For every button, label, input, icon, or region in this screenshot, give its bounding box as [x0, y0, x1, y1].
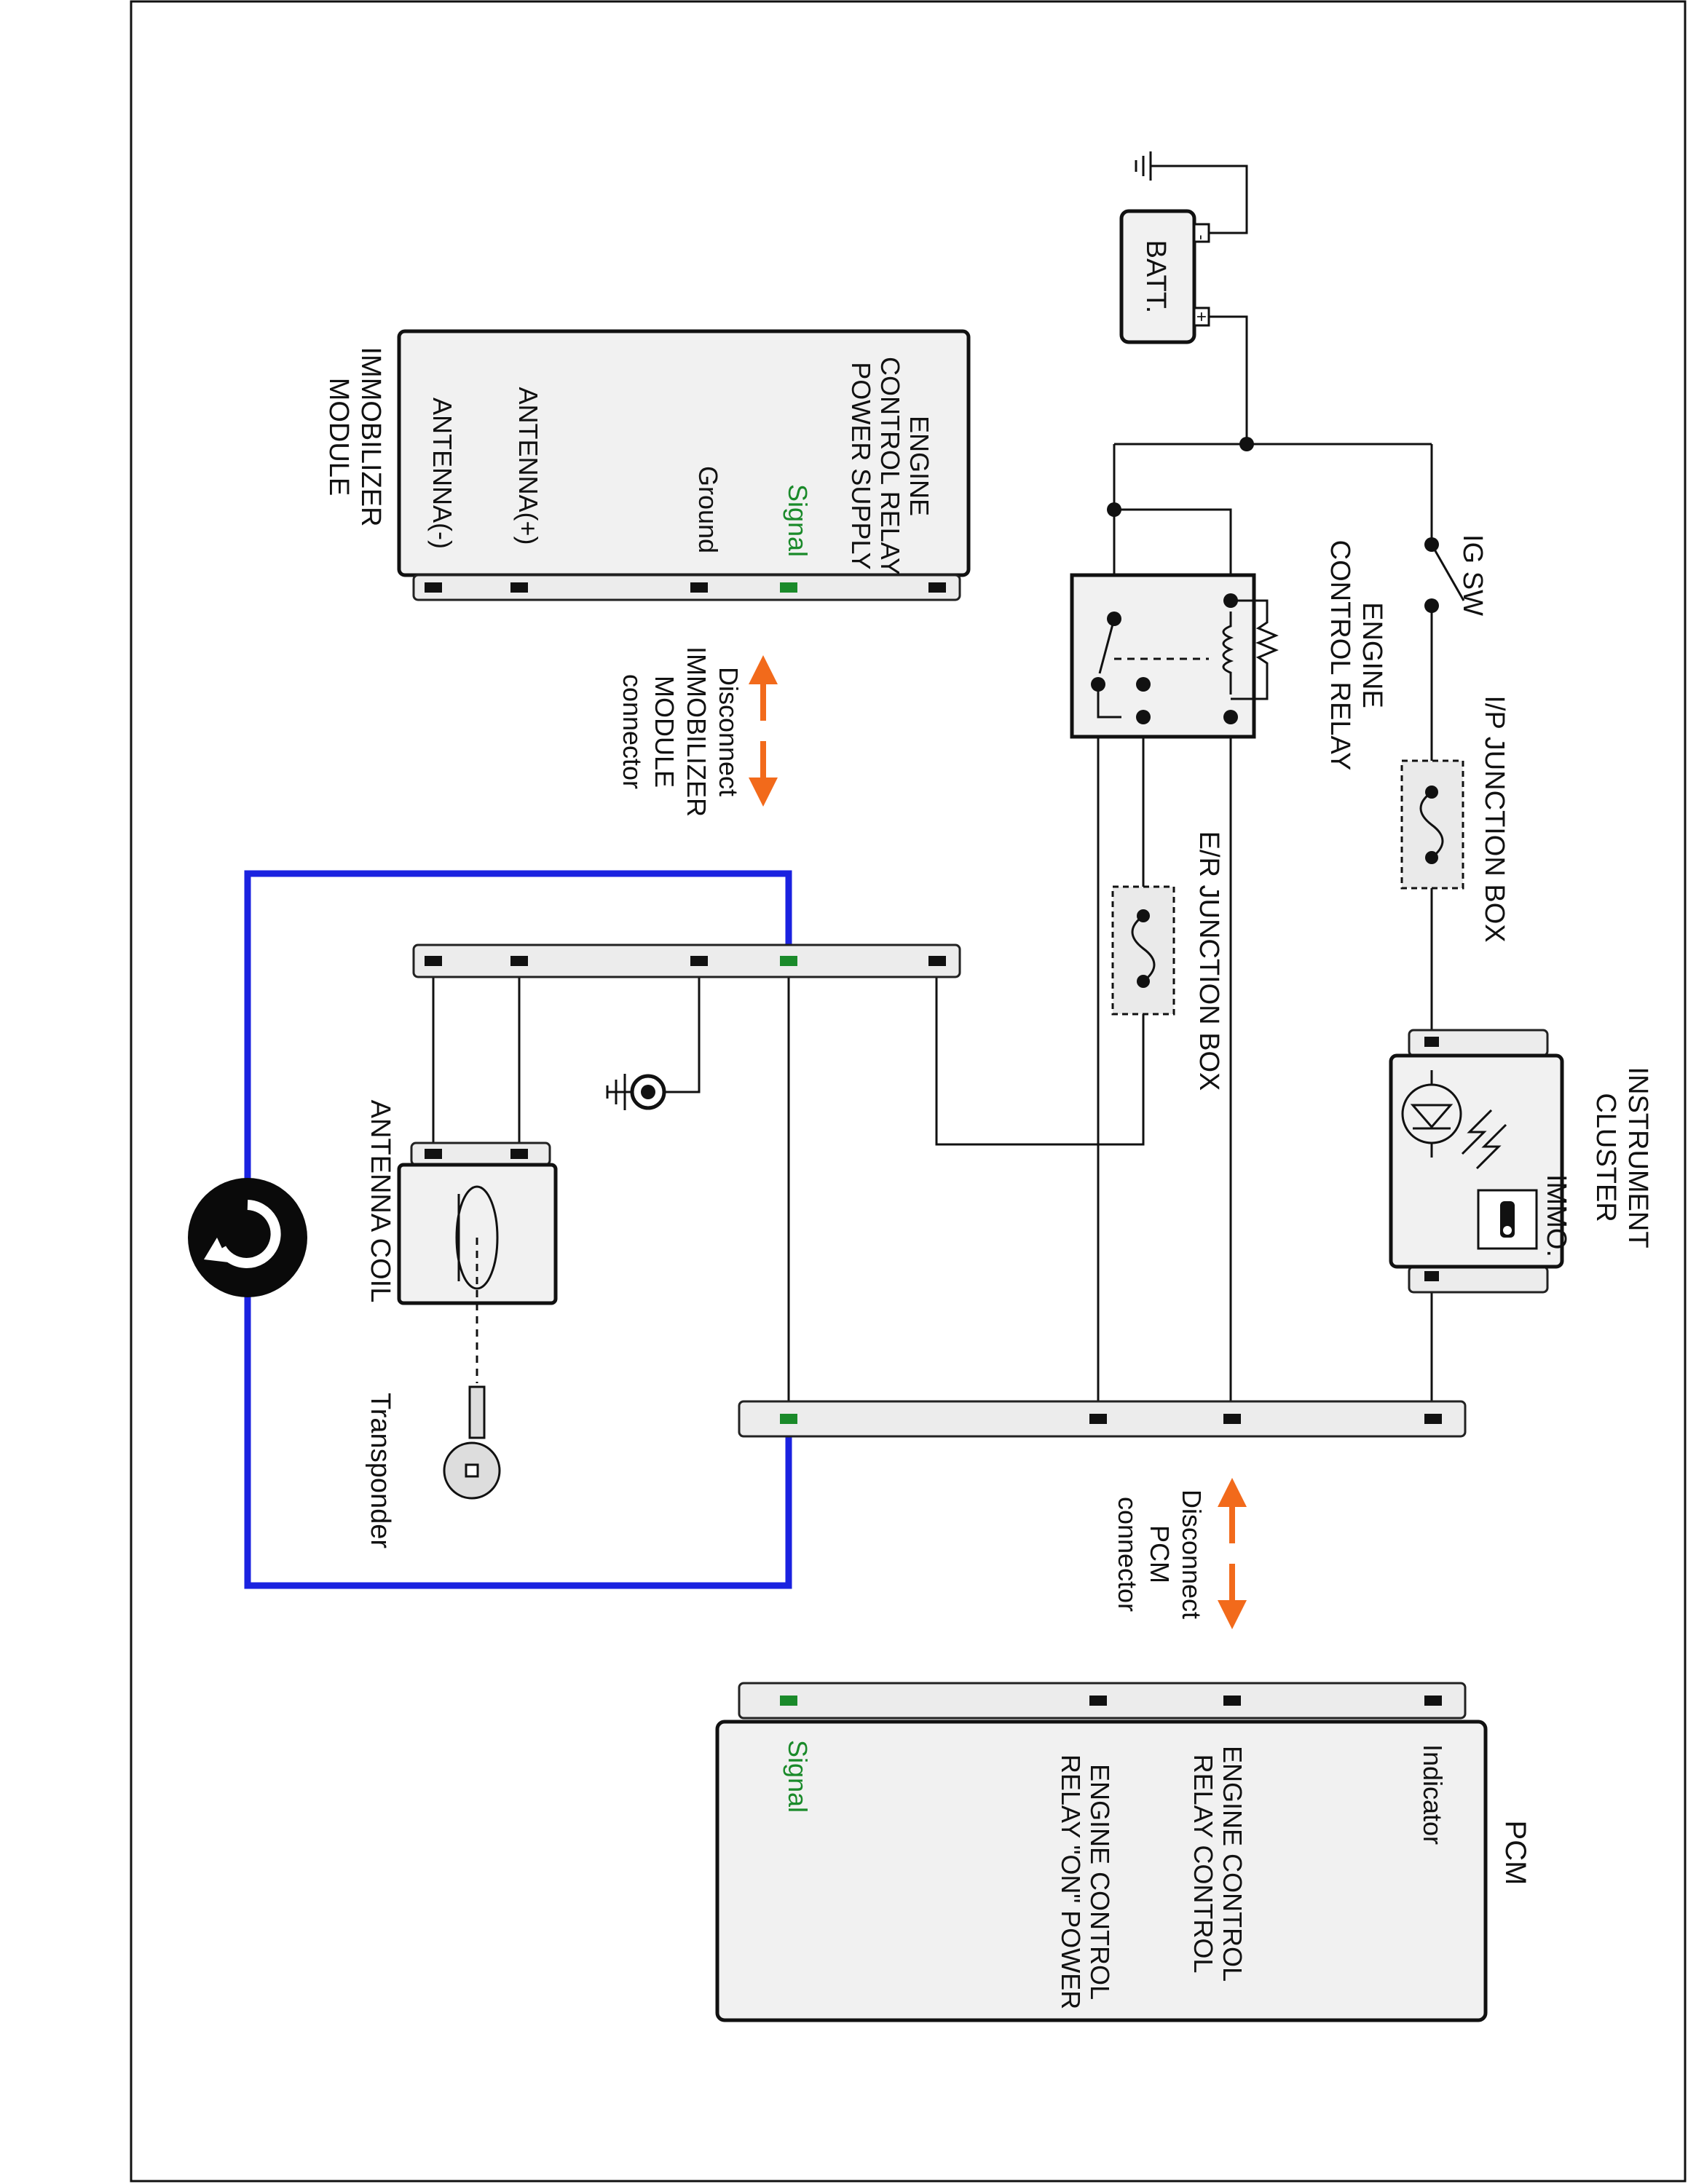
pcm-mating-connector	[738, 1400, 1467, 1438]
wire-batt-plus	[1209, 315, 1248, 444]
pcm-pin-signal: Signal	[783, 1740, 813, 1813]
batt-label: BATT.	[1140, 240, 1171, 314]
pin-label-signal: Signal	[783, 484, 813, 557]
instrument-cluster: IMMO.	[1389, 1029, 1571, 1294]
antenna-coil	[397, 1142, 558, 1383]
immo-indicator	[1477, 1189, 1538, 1250]
loop-test-icon	[188, 1178, 307, 1297]
pcm-pin-ecr-control: ENGINE CONTROLRELAY CONTROL	[1188, 1746, 1247, 1982]
ip-junction-box	[1400, 759, 1464, 890]
wire-batt-minus	[1151, 165, 1248, 234]
immobilizer-mating-connector	[412, 943, 961, 978]
pin-label-ecr-power-supply: ENGINECONTROL RELAYPOWER SUPPLY	[846, 357, 934, 575]
fuse-icon	[1419, 786, 1444, 864]
pcm-pin-ecr-on-power: ENGINE CONTROLRELAY "ON" POWER	[1056, 1754, 1115, 2009]
immo-label: IMMO.	[1541, 1174, 1571, 1257]
immobilizer-module-label: IMMOBILIZERMODULE	[323, 347, 386, 526]
switch-icon	[1424, 537, 1439, 613]
instrument-cluster-label: INSTRUMENTCLUSTER	[1590, 1067, 1653, 1248]
svg-text:-: -	[1193, 234, 1211, 240]
wire-er-jbox-out	[935, 962, 1145, 1146]
pcm-pin-indicator: Indicator	[1418, 1744, 1448, 1845]
antenna-coil-label: ANTENNA COIL	[365, 1100, 395, 1303]
engine-control-relay-label: ENGINECONTROL RELAY	[1325, 540, 1387, 771]
wire-ground	[663, 962, 701, 1093]
transponder-label: Transponder	[365, 1393, 395, 1548]
pin-label-antenna-minus: ANTENNA(-)	[427, 397, 457, 549]
coil-icon	[1222, 612, 1234, 695]
ground-icon	[606, 1074, 666, 1110]
fuse-icon	[1131, 909, 1156, 988]
ground-icon	[1135, 151, 1152, 181]
pin-label-ground: Ground	[693, 466, 723, 553]
svg-text:+: +	[1191, 312, 1211, 322]
er-junction-box-label: E/R JUNCTION BOX	[1194, 831, 1224, 1091]
page-frame	[130, 0, 1687, 2183]
led-icon	[1401, 1070, 1507, 1170]
immobilizer-module	[397, 329, 971, 601]
battery: - + BATT.	[1119, 209, 1211, 344]
disconnect-pcm-label: DisconnectPCMconnector	[1113, 1489, 1207, 1619]
engine-control-relay	[1070, 573, 1279, 739]
key-icon	[443, 1385, 501, 1500]
pcm	[715, 1682, 1488, 2022]
ip-junction-box-label: I/P JUNCTION BOX	[1479, 695, 1510, 942]
pcm-label: PCM	[1499, 1821, 1531, 1886]
pin-label-antenna-plus: ANTENNA(+)	[513, 387, 543, 545]
er-junction-box	[1111, 885, 1175, 1016]
wire-ig-sw-blade	[1430, 544, 1465, 601]
disconnect-immobilizer-label: DisconnectIMMOBILIZERMODULEconnector	[618, 646, 744, 817]
resistor-icon	[1231, 599, 1279, 700]
ig-sw-label: IG SW	[1457, 534, 1488, 616]
